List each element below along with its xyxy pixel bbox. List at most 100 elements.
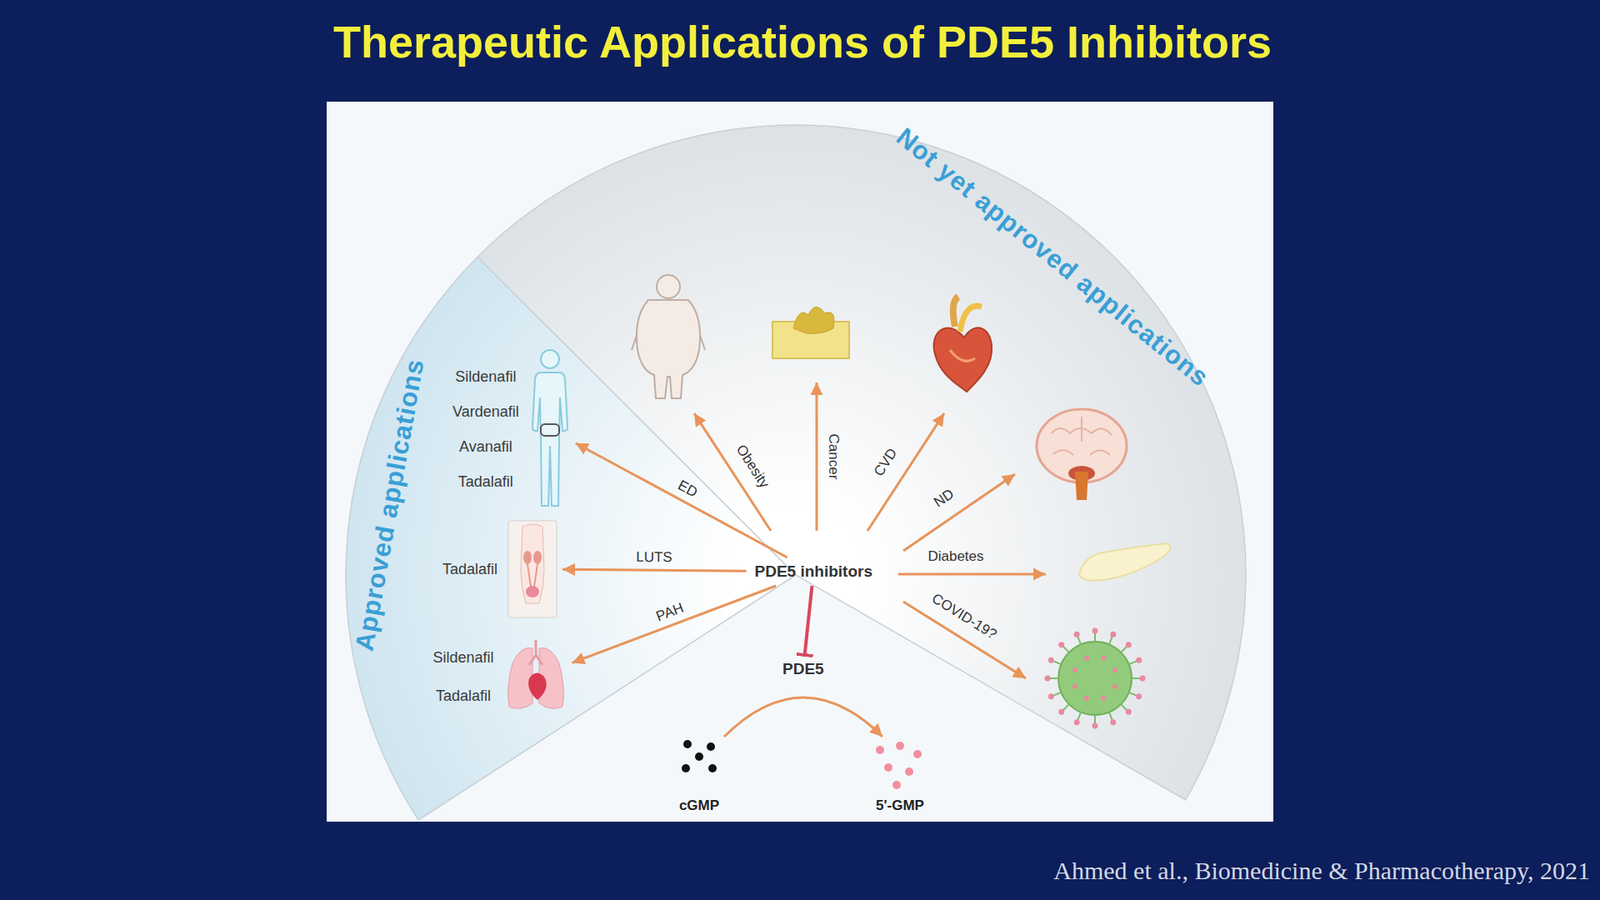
indication-group: Sildenafil Tadalafil [428,633,573,720]
application-name-holder: Diabetes [927,548,984,565]
virus-dot [1112,684,1118,690]
drug-target-label: PDE5 [774,655,833,684]
indication-group: Tadalafil [437,515,563,624]
inhibition-connector [805,585,813,655]
gmp-molecules-part [895,741,905,750]
luts-icon-part [508,520,557,618]
application-name: Diabetes [927,548,984,565]
virus-dot [1112,667,1118,673]
virus-spike-tip [1048,657,1055,664]
virus-spike [1120,704,1127,710]
obesity-figure-part [636,300,700,399]
ed-icon-part [540,424,560,436]
edge-label-holder: LUTS [636,549,674,566]
application-name: Cancer [825,434,842,480]
virus-spike-tip [1135,657,1142,664]
arrow-connector [572,585,777,663]
application-name-holder: Cancer [825,434,842,480]
cgmp-molecules-part [708,764,717,773]
virus-spike-tip [1058,709,1065,715]
node-label: PDE5 [782,660,825,679]
virus-spike-tip [1074,631,1080,638]
virus-spike [1094,715,1096,724]
luts-icon-part [533,550,542,565]
brain-icon [1036,409,1127,500]
gmp-molecules-part [913,750,922,759]
slide-title-holder: Therapeutic Applications of PDE5 Inhibit… [333,15,1272,68]
application-arrows [694,382,1046,679]
luts-icon [507,520,558,619]
edge-label: LUTS [636,549,674,565]
virus-dot [1084,655,1090,661]
gmp-molecules-part [905,767,914,776]
virus-spike [1094,633,1096,642]
brain-icon-part [1075,471,1089,500]
virus-spike [1063,646,1070,653]
citation: Ahmed et al., Biomedicine & Pharmacother… [1053,856,1590,885]
hydrolysis-arrow [724,697,883,737]
cancer-tissue [772,306,850,359]
virus-spike-tip [1135,693,1142,700]
brain-icon-part [1051,416,1112,455]
pancreas-icon-part [1079,543,1170,581]
sector-outline [477,125,1246,800]
virus-spike [1077,712,1081,720]
gmp-molecules-part [875,745,885,755]
arrow-connector [562,569,746,571]
virus-spike [1050,677,1059,680]
virus-dot [1100,655,1106,661]
pah-icon [504,638,568,715]
arrow-connector [575,443,788,558]
virus-spike-tip [1110,719,1116,725]
virus-dot [1072,684,1078,690]
gmp-molecules-part [892,780,901,790]
drug-names: Tadalafil [442,560,498,579]
virus-spike [1120,646,1127,653]
virus-spike [1077,636,1081,645]
application-arrows-part [815,382,819,531]
node-label: PDE5 inhibitors [755,562,873,581]
virus-spike-tip [1125,709,1132,715]
virus-spike-tip [1048,693,1055,700]
virus-icon-part [1058,641,1132,715]
virus-spike-tip [1074,719,1080,725]
molecule-name: cGMP [679,797,720,814]
heart-icon-part [960,305,982,332]
virus-spike-tip [1058,641,1065,648]
citation-holder: Ahmed et al., Biomedicine & Pharmacother… [1053,856,1590,885]
luts-icon-part [527,564,538,587]
indication-group: Sildenafil Vardenafil Avanafil Tadalafil [447,342,576,516]
application-sector: Not yet approved applications [466,120,1255,805]
ed-icon-part [532,372,568,506]
molecule-name-holder: cGMP [679,797,720,815]
virus-spike [1109,636,1113,645]
virus-spike [1053,692,1061,696]
molecule-name: 5'-GMP [875,797,925,814]
virus-spike-tip [1110,631,1116,638]
heart-icon-part [953,296,959,327]
virus-spike [1129,692,1137,696]
gmp-molecules [875,741,922,790]
application-arrows-part [903,601,1026,679]
virus-spike [1129,660,1137,665]
heart-icon-part [950,350,975,361]
virus-spike-tip [1140,675,1146,682]
luts-icon-part [525,585,540,598]
brain-icon-part [1036,409,1127,483]
virus-dot [1100,695,1106,701]
molecule-name-holder: 5'-GMP [875,797,925,815]
cgmp-molecules-part [695,752,704,761]
drug-names: Sildenafil Vardenafil Avanafil Tadalafil [452,359,520,500]
slide-title: Therapeutic Applications of PDE5 Inhibit… [333,16,1272,67]
sector-shape [466,120,1255,805]
ed-icon-part [540,350,560,369]
ed-icon [529,347,571,511]
obesity-figure-part [656,275,680,299]
heart-icon [934,296,993,392]
pah-icon-part [529,640,543,665]
virus-spike [1109,712,1113,720]
virus-spike-tip [1045,675,1051,682]
virus-spike-tip [1092,723,1099,730]
